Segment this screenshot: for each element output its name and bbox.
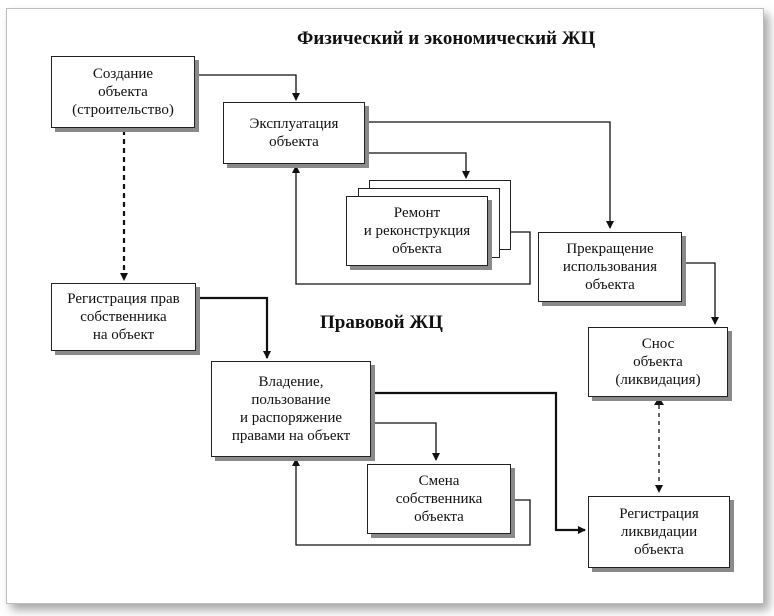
arrow-ownership-to-owner-change xyxy=(371,422,440,461)
node-registration-rights: Регистрация прав собственника на объект xyxy=(51,283,196,351)
node-demolition: Снос объекта (ликвидация) xyxy=(588,327,728,397)
node-owner-change: Смена собственника объекта xyxy=(367,464,511,534)
arrow-operation-to-termination xyxy=(366,121,614,229)
node-termination: Прекращение использования объекта xyxy=(538,232,682,302)
node-ownership: Владение, пользование и распоряжение пра… xyxy=(211,361,371,457)
node-creation: Создание объекта (строительство) xyxy=(51,56,195,128)
arrow-repair-to-operation xyxy=(292,165,531,285)
arrow-ownership-to-registration-liquidation xyxy=(372,391,586,534)
arrow-creation-to-operation xyxy=(196,74,300,101)
node-repair: Ремонт и реконструкция объекта xyxy=(346,196,488,266)
node-registration-liquidation: Регистрация ликвидации объекта xyxy=(588,496,730,568)
node-operation: Эксплуатация объекта xyxy=(223,102,365,164)
title-legal-lifecycle: Правовой ЖЦ xyxy=(320,312,443,333)
arrow-termination-to-demolition xyxy=(684,262,719,325)
arrow-registration-rights-to-ownership xyxy=(197,296,271,359)
arrowhead-demolition-up xyxy=(654,397,664,405)
arrow-operation-to-repair xyxy=(366,152,470,179)
title-physical-economic-lifecycle: Физический и экономический ЖЦ xyxy=(297,28,596,49)
arrow-owner-change-to-ownership xyxy=(292,458,531,546)
